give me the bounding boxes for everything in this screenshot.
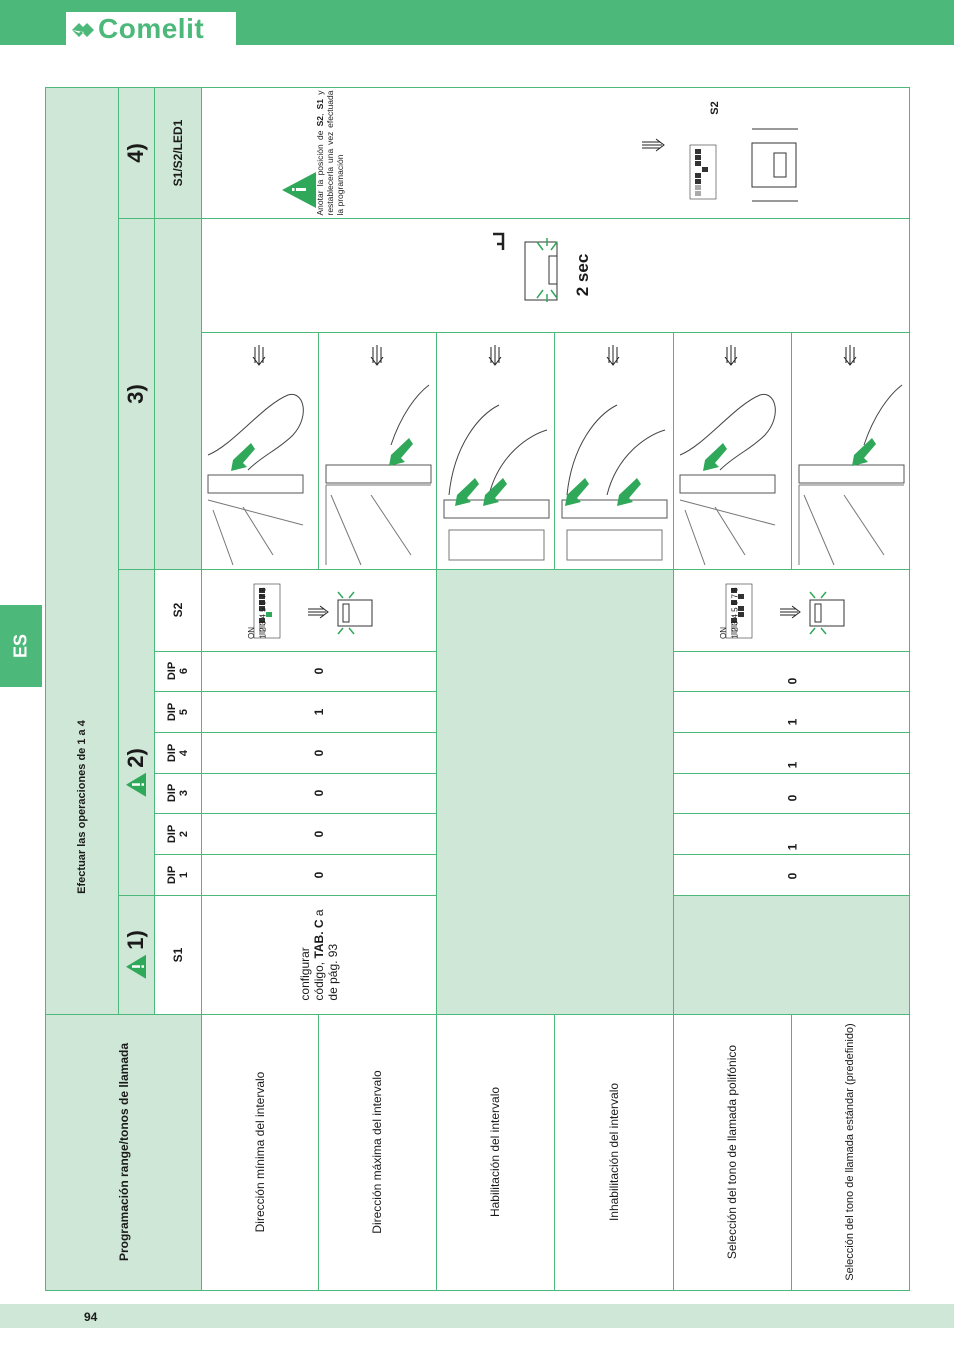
language-tab-label: ES (10, 633, 31, 659)
s2-label: S2 (709, 101, 721, 115)
step1-number: 1) (123, 929, 148, 950)
dip-value: 0 (311, 789, 326, 797)
s2-dip-diagram-2 (722, 582, 852, 642)
timing-label: 2 sec (573, 253, 592, 297)
row-title-cell: Programación range/tonos de llamada (104, 1020, 144, 1284)
row-desc-cell: Dirección mínima del intervalo (201, 1014, 318, 1290)
dip2-head-cell: DIP 2 (154, 813, 201, 854)
step1-cell: 1) (118, 895, 154, 1014)
hand-press-illustration (561, 345, 668, 561)
page-number: 94 (84, 1310, 98, 1324)
dip6-head: DIP 6 (165, 661, 190, 681)
section-title: Efectuar las operaciones de 1 a 4 (76, 720, 88, 894)
row-title: Programación range/tonos de llamada (117, 1042, 131, 1262)
row-desc: Dirección máxima del intervalo (370, 1070, 384, 1234)
dip-switch-icon (725, 583, 845, 639)
note4: Anotar la posición de S2, S1 y restablec… (315, 90, 345, 216)
dip1-head-cell: DIP 1 (154, 854, 201, 895)
footer-bar (0, 1304, 954, 1328)
hand-press-illustration (207, 345, 304, 566)
row-desc-cell: Inhabilitación del intervalo (554, 1014, 673, 1290)
row-desc: Habilitación del intervalo (488, 1086, 502, 1218)
timing-cell: 2 sec (563, 254, 603, 297)
step4-number: 4) (123, 142, 148, 163)
s2-head: S2 (170, 602, 185, 618)
row-desc: Selección del tono de llamada polifónico (725, 1044, 739, 1260)
brand-name: Comelit (98, 13, 205, 44)
row-desc: Selección del tono de llamada estándar (… (844, 1023, 856, 1281)
dip-value: 0 (311, 749, 326, 756)
step1-label: 1) (123, 930, 149, 980)
warning-icon (282, 172, 316, 208)
row-desc-cell: Selección del tono de llamada estándar (… (791, 1014, 909, 1290)
language-tab: ES (0, 605, 42, 687)
s2-label-cell: S2 (695, 98, 735, 118)
comelit-logo-icon (72, 23, 94, 37)
warning-icon (126, 954, 146, 979)
dip5-head: DIP 5 (165, 702, 190, 721)
step3-cell: 3) (118, 218, 154, 569)
dip4-head: DIP 4 (165, 743, 190, 762)
step3-number: 3) (123, 383, 148, 404)
dip1-head: DIP 1 (165, 865, 190, 884)
s2-dip-diagram-1 (250, 582, 380, 642)
s1-head-cell: S1 (154, 895, 201, 1014)
step2-number: 2) (123, 748, 148, 768)
note4-cell: Anotar la posición de S2, S1 y restablec… (305, 88, 355, 218)
dip3-head-cell: DIP 3 (154, 773, 201, 813)
dip-switch-icon (253, 583, 373, 639)
dip-labels-1: ON 1 2 3 4 5 6 7 8 (247, 587, 268, 639)
hand-press-illustration (798, 345, 905, 566)
s2-head-cell: S2 (154, 569, 201, 651)
dip5-head-cell: DIP 5 (154, 691, 201, 732)
s1-note: configurar código, TAB. C a de pág. 93 (297, 908, 340, 1001)
s1-head: S1 (170, 947, 185, 962)
hand-press-illustration (443, 345, 550, 561)
dip-value: 0 (311, 667, 326, 675)
step2-label: 2) (123, 748, 149, 798)
logo-box (66, 12, 236, 46)
dip-labels-2: ON 1 2 3 4 5 6 7 8 (719, 587, 740, 639)
dip3-head: DIP 3 (165, 783, 190, 803)
step2-cell: 2) (118, 651, 154, 895)
led-blink-icon (493, 232, 558, 302)
row-desc-cell: Dirección máxima del intervalo (318, 1014, 436, 1290)
dip4-head-cell: DIP 4 (154, 732, 201, 773)
dip-value: 1 (311, 708, 326, 715)
step4-cell: 4) (118, 87, 154, 218)
row-desc: Dirección mínima del intervalo (252, 1071, 267, 1233)
s2-restore-diagram (642, 128, 798, 202)
hand-press-illustration (325, 345, 432, 566)
dip2-head: DIP 2 (165, 824, 190, 843)
hand-press-illustration (679, 345, 776, 566)
dip6-head-cell: DIP 6 (154, 651, 201, 691)
s1s2led1-head: S1/S2/LED1 (170, 119, 185, 186)
dip-value: 0 (311, 830, 326, 837)
s1s2led1-head-cell: S1/S2/LED1 (154, 87, 201, 218)
row-desc: Inhabilitación del intervalo (606, 1082, 621, 1222)
dip-value: 0 (311, 871, 326, 878)
s1-note-cell: configurar código, TAB. C a de pág. 93 (201, 895, 436, 1014)
row-desc-cell: Selección del tono de llamada polifónico (673, 1014, 791, 1290)
section-title-cell: Efectuar las operaciones de 1 a 4 (62, 600, 102, 1014)
row-desc-cell: Habilitación del intervalo (436, 1014, 554, 1290)
warning-icon (126, 772, 146, 797)
